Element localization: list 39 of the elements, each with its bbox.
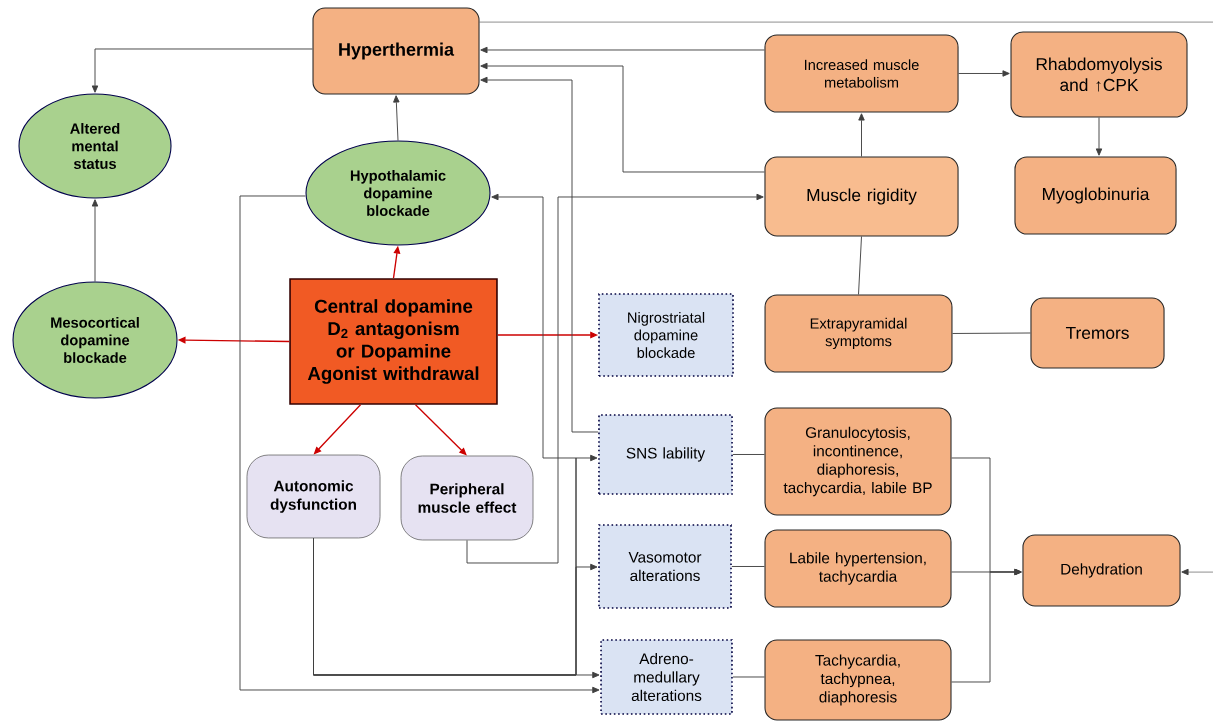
dotted-box: Adreno-medullary alterations xyxy=(600,639,733,715)
process-box: Tachycardia, tachypnea, diaphoresis xyxy=(764,639,952,721)
dotted-box: Vasomotor alterations xyxy=(598,524,732,609)
process-box: Labile hypertension, tachycardia xyxy=(764,529,952,608)
rounded-box: Autonomic dysfunction xyxy=(246,454,381,539)
ellipse-node: Hypothalamic dopamine blockade xyxy=(305,140,491,246)
process-box: Granulocytosis, incontinence, diaphoresis, tachycardia, labile BP xyxy=(764,407,952,516)
dotted-box: SNS lability xyxy=(598,414,733,495)
connector-line xyxy=(858,236,862,295)
process-box: Muscle rigidity xyxy=(764,156,959,237)
process-box: Increased muscle metabolism xyxy=(764,34,959,113)
arrow xyxy=(1095,117,1103,156)
process-box: Extrapyramidal symptoms xyxy=(764,294,953,373)
arrow xyxy=(466,193,764,564)
connector-line xyxy=(952,332,1031,334)
arrow xyxy=(858,113,865,157)
dotted-box: Nigrostriatal dopamine blockade xyxy=(598,293,734,377)
ellipse-node: Altered mental status xyxy=(18,93,172,199)
arrow xyxy=(958,70,1010,77)
process-box: Tremors xyxy=(1030,297,1165,369)
ellipse-node: Mesocortical dopamine blockade xyxy=(12,281,178,399)
arrow xyxy=(480,62,765,173)
process-box: Myoglobinuria xyxy=(1014,156,1177,235)
rounded-box: Peripheral muscle effect xyxy=(400,455,534,541)
arrow xyxy=(393,95,400,141)
connector-line xyxy=(732,454,765,455)
arrow xyxy=(480,76,599,433)
process-box: Rhabdomyolysis and ↑CPK xyxy=(1010,31,1188,118)
arrow xyxy=(91,199,99,282)
arrow xyxy=(239,195,600,694)
central-box: Central dopamine D$_{2}$ antagonism or Dopamine Agonist withdrawal xyxy=(289,278,498,405)
process-box: Dehydration xyxy=(1022,534,1181,607)
arrow xyxy=(414,404,467,456)
arrow xyxy=(951,568,1022,683)
connector-line xyxy=(731,566,765,567)
arrow xyxy=(91,48,313,93)
arrow xyxy=(480,46,765,54)
connector-line xyxy=(732,676,765,678)
process-box: Hyperthermia xyxy=(312,7,480,95)
